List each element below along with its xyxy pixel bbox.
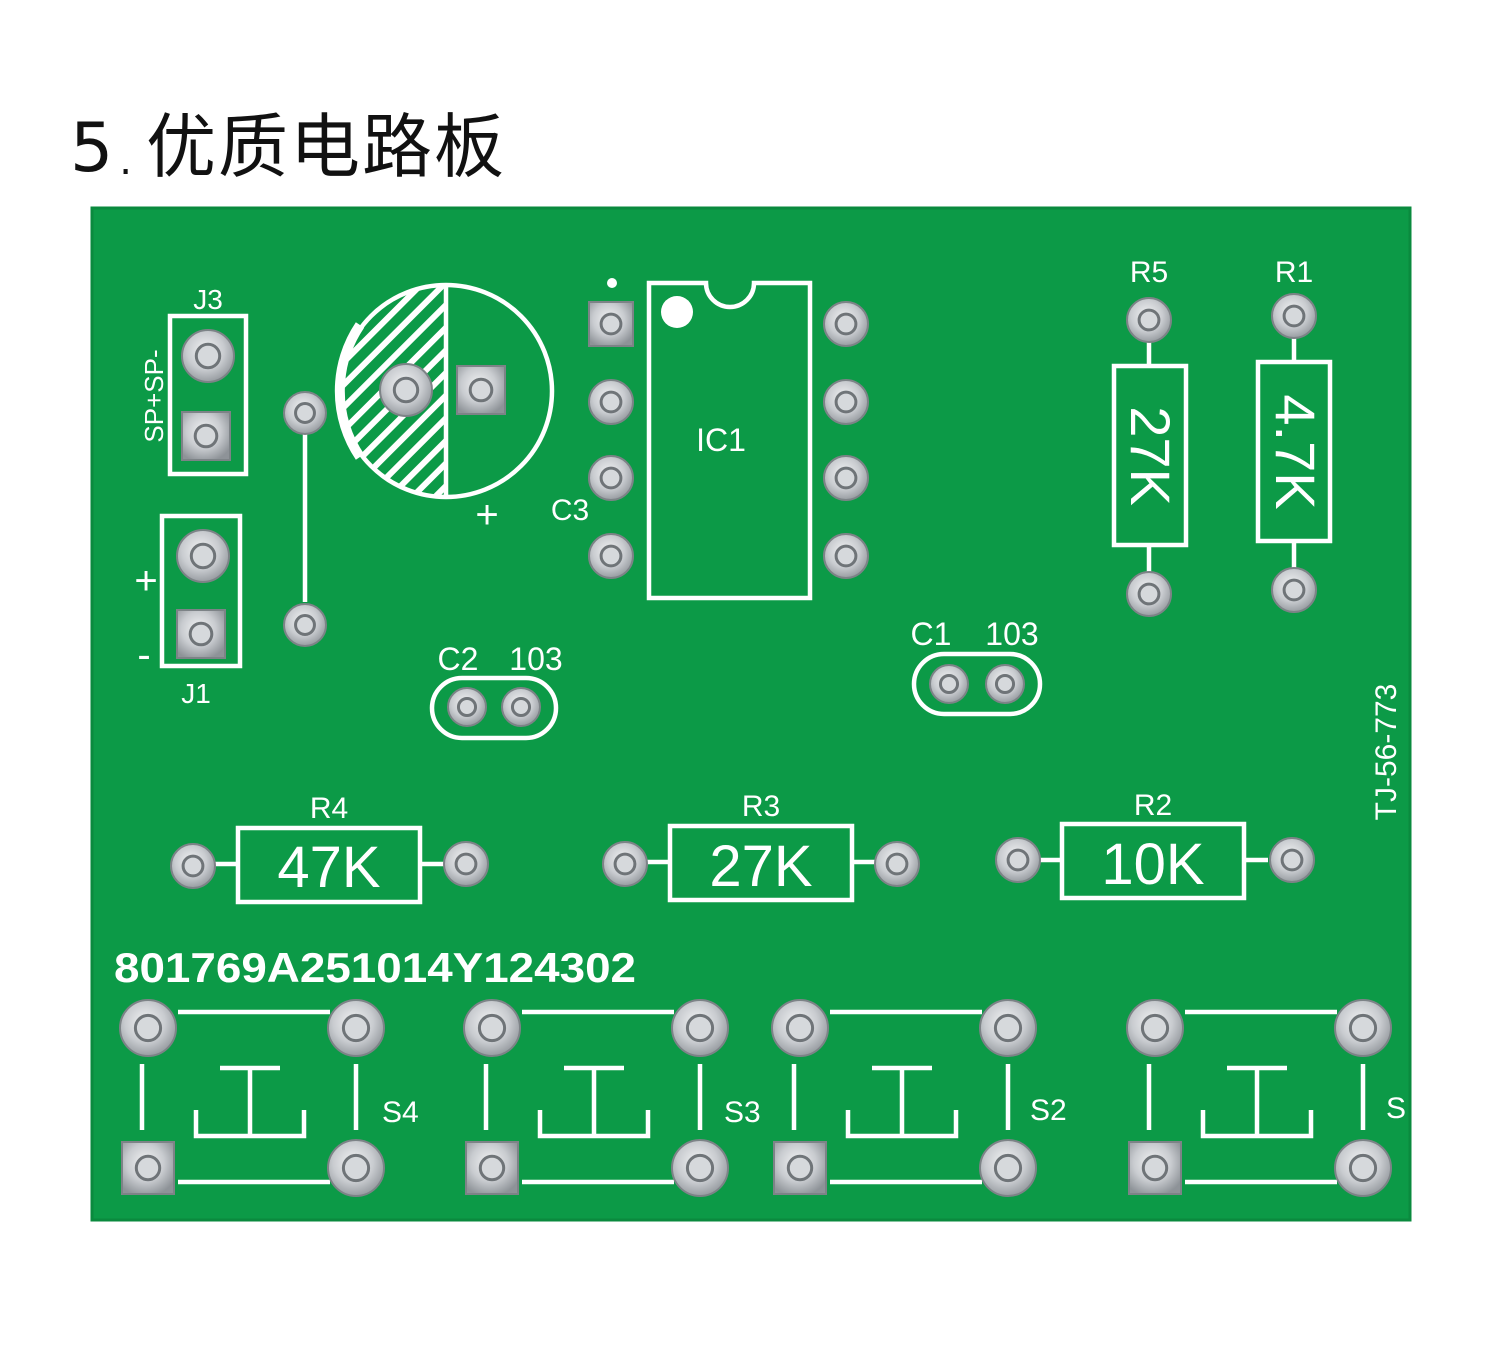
j1-minus-label: - — [137, 633, 150, 677]
solder-pad — [327, 1139, 385, 1197]
solder-pad — [181, 411, 231, 461]
j1-ref: J1 — [181, 678, 211, 709]
c1-ref: C1 — [911, 616, 952, 652]
j3-ref: J3 — [193, 284, 223, 315]
solder-pad — [1126, 571, 1172, 617]
c3-polarity-label: + — [475, 493, 498, 537]
connector-j1: J1 + - — [134, 513, 243, 709]
solder-pad — [501, 687, 541, 727]
solder-pad — [1126, 999, 1184, 1057]
r3-value: 27K — [709, 834, 813, 899]
r5-value: 27K — [1119, 406, 1182, 506]
solder-pad — [1269, 837, 1315, 883]
solder-pad — [456, 365, 506, 415]
j3-pin-labels: SP+SP- — [139, 349, 169, 442]
r2-value: 10K — [1101, 832, 1205, 897]
r3-ref: R3 — [742, 790, 780, 823]
resistor-r4: R4 47K — [214, 792, 444, 905]
solder-pad — [979, 1139, 1037, 1197]
solder-pad — [1126, 297, 1172, 343]
solder-pad — [170, 843, 216, 889]
switch-footprint-2: S3 — [483, 1009, 761, 1185]
solder-pads — [119, 293, 1392, 1197]
solder-pad — [985, 664, 1025, 704]
c1-value: 103 — [985, 616, 1038, 652]
solder-pad — [874, 841, 920, 887]
ceramic-cap-c1: C1 103 — [911, 616, 1043, 717]
c2-value: 103 — [509, 641, 562, 677]
connector-j3: J3 SP+SP- — [139, 284, 249, 477]
solder-pad — [823, 455, 869, 501]
solder-pad — [1334, 999, 1392, 1057]
solder-pad — [602, 841, 648, 887]
c2-ref: C2 — [438, 641, 479, 677]
solder-pad — [176, 529, 230, 583]
heading: 5 . 优质电路板 — [70, 95, 506, 185]
switch-footprints: S4 S3 S2 S — [139, 1009, 1406, 1185]
solder-pad — [773, 1141, 827, 1195]
solder-pad — [588, 379, 634, 425]
solder-pad — [465, 1141, 519, 1195]
switch-footprint-1: S4 — [139, 1009, 419, 1185]
r4-value: 47K — [277, 835, 381, 900]
solder-pad — [447, 687, 487, 727]
pcb-substrate — [92, 208, 1410, 1220]
ic1-ref: IC1 — [696, 422, 746, 458]
switch-ref-1: S4 — [382, 1096, 419, 1129]
board-id-label: TJ-56-773 — [1370, 684, 1403, 821]
solder-pad — [283, 603, 327, 647]
solder-pad — [327, 999, 385, 1057]
solder-pad — [181, 329, 235, 383]
solder-pad — [671, 999, 729, 1057]
r1-value: 4.7K — [1264, 394, 1327, 509]
batch-code: 801769A251014Y124302 — [114, 944, 636, 991]
ic1-footprint: IC1 — [607, 278, 813, 601]
solder-pad — [463, 999, 521, 1057]
heading-number: 5 — [70, 109, 114, 188]
solder-pad — [771, 999, 829, 1057]
heading-separator: . — [119, 138, 132, 184]
switch-ref-4: S — [1386, 1092, 1406, 1125]
solder-pad — [379, 363, 433, 417]
solder-pad — [1334, 1139, 1392, 1197]
switch-footprint-4: S — [1146, 1009, 1406, 1185]
switch-footprint-3: S2 — [791, 1009, 1067, 1185]
solder-pad — [929, 664, 969, 704]
solder-pad — [823, 301, 869, 347]
solder-pad — [588, 533, 634, 579]
resistor-r1: R1 4.7K — [1255, 256, 1333, 568]
solder-pad — [283, 391, 327, 435]
r4-ref: R4 — [310, 792, 348, 825]
switch-ref-3: S2 — [1030, 1094, 1067, 1127]
heading-title: 优质电路板 — [145, 106, 506, 188]
solder-pad — [1271, 567, 1317, 613]
solder-pad — [823, 379, 869, 425]
switch-ref-2: S3 — [724, 1096, 761, 1129]
c3-ref: C3 — [551, 494, 589, 527]
solder-pad — [588, 301, 634, 347]
resistor-r3: R3 27K — [647, 790, 875, 903]
r1-ref: R1 — [1275, 256, 1313, 289]
r2-ref: R2 — [1134, 789, 1172, 822]
ceramic-cap-c2: C2 103 — [429, 641, 563, 741]
solder-pad — [995, 837, 1041, 883]
j1-plus-label: + — [134, 559, 157, 603]
solder-pad — [121, 1141, 175, 1195]
solder-pad — [176, 609, 226, 659]
solder-pad — [979, 999, 1037, 1057]
solder-pad — [823, 533, 869, 579]
r5-ref: R5 — [1130, 256, 1168, 289]
resistor-r5: R5 27K — [1111, 256, 1189, 572]
solder-pad — [588, 455, 634, 501]
solder-pad — [671, 1139, 729, 1197]
resistor-r2: R2 10K — [1040, 789, 1268, 901]
solder-pad — [119, 999, 177, 1057]
solder-pad — [443, 841, 489, 887]
solder-pad — [1271, 293, 1317, 339]
solder-pad — [1128, 1141, 1182, 1195]
